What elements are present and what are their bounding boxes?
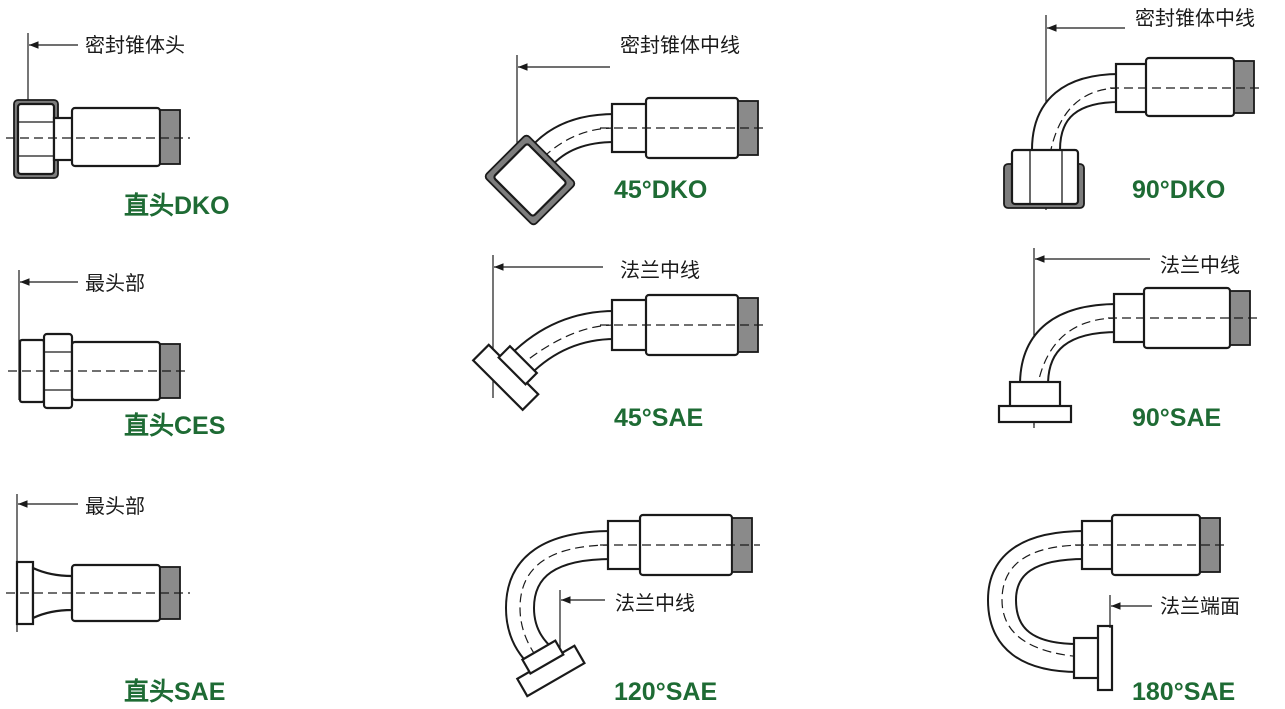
fitting-90-sae: 法兰中线 90°SAE	[997, 248, 1260, 432]
fitting-straight-dko: 密封锥体头 直头DKO	[6, 33, 230, 220]
fitting-title: 直头CES	[124, 412, 225, 440]
fitting-title: 直头SAE	[124, 678, 225, 706]
ref-label: 密封锥体中线	[620, 33, 740, 57]
fitting-title: 45°SAE	[614, 404, 703, 432]
ref-label: 法兰中线	[620, 258, 700, 282]
fitting-straight-ces: 最头部 直头CES	[8, 270, 225, 440]
ref-label: 密封锥体头	[85, 33, 185, 57]
ref-label: 最头部	[85, 271, 145, 295]
fitting-120-sae: 法兰中线 120°SAE	[504, 513, 760, 706]
fitting-straight-sae: 最头部 直头SAE	[6, 494, 225, 706]
fitting-45-sae: 法兰中线 45°SAE	[471, 255, 765, 432]
ref-label: 最头部	[85, 494, 145, 518]
fitting-title: 90°SAE	[1132, 404, 1221, 432]
fitting-180-sae: 法兰端面 180°SAE	[986, 513, 1240, 706]
fitting-title: 180°SAE	[1132, 678, 1235, 706]
ref-label: 密封锥体中线	[1135, 6, 1255, 30]
ref-label: 法兰端面	[1160, 594, 1240, 618]
fitting-45-dko: 密封锥体中线 45°DKO	[484, 33, 765, 226]
fitting-90-dko: 密封锥体中线 90°DKO	[1003, 6, 1262, 210]
fitting-title: 90°DKO	[1132, 176, 1225, 204]
fitting-title: 120°SAE	[614, 678, 717, 706]
fitting-title: 45°DKO	[614, 176, 707, 204]
ref-label: 法兰中线	[1160, 253, 1240, 277]
ref-label: 法兰中线	[615, 591, 695, 615]
fitting-title: 直头DKO	[124, 192, 230, 220]
